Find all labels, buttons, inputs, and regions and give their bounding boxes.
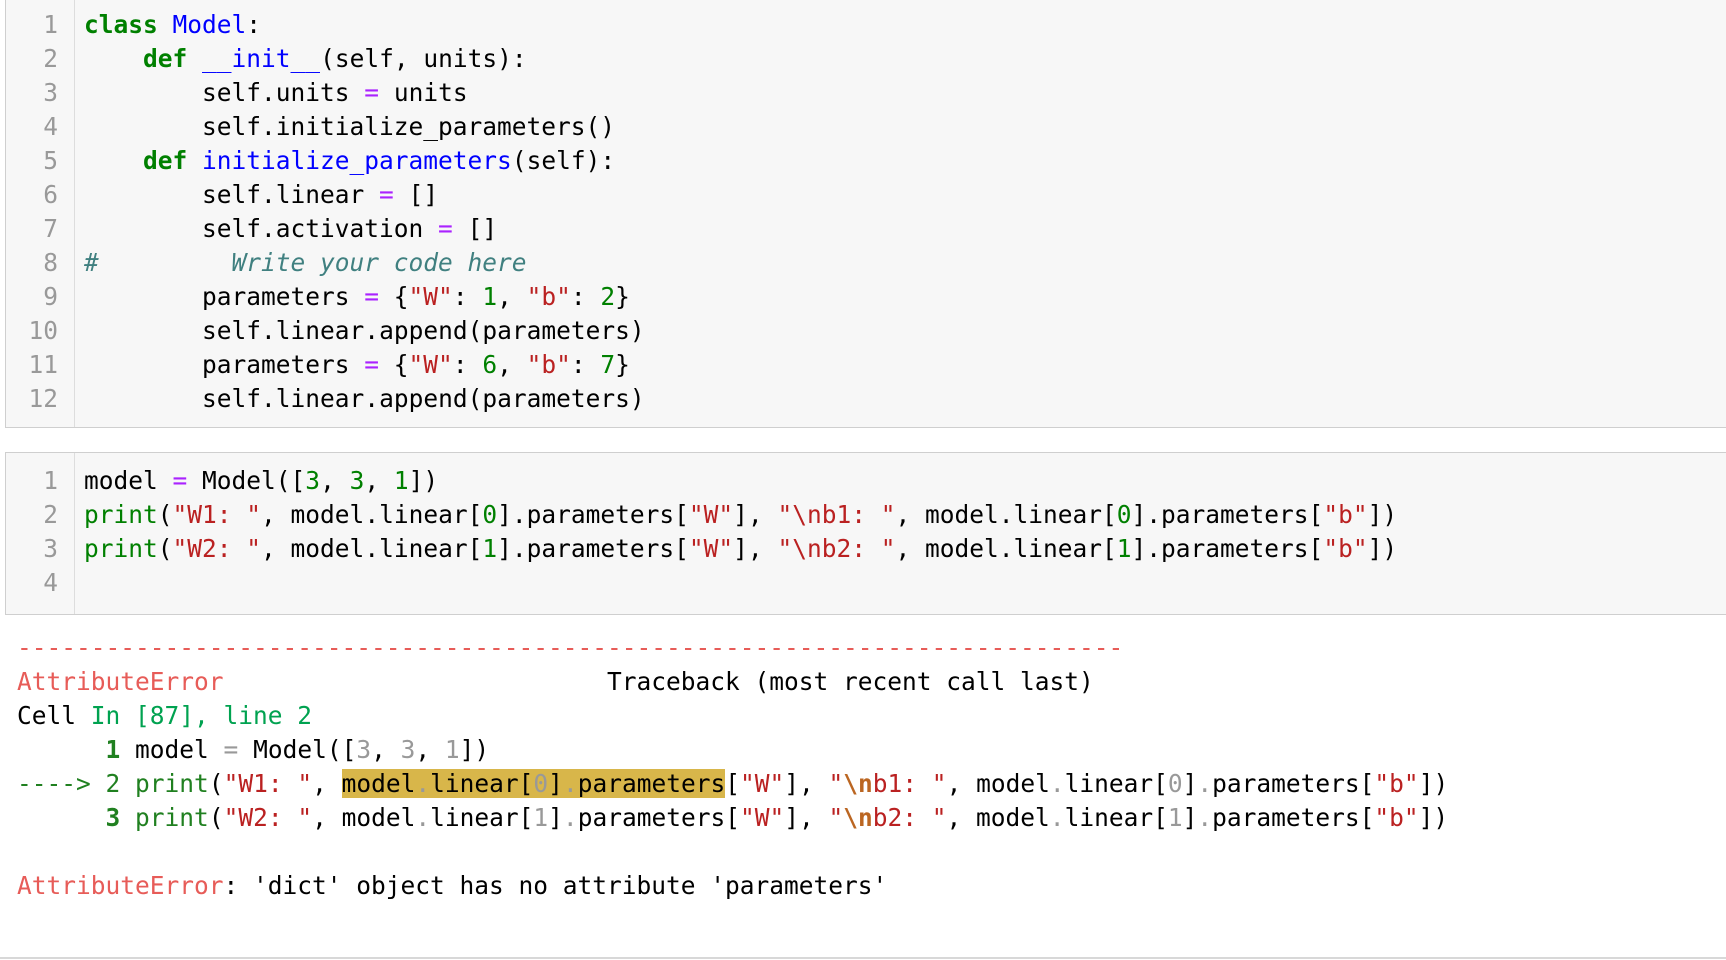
cell-reference: Cell In [87], line 2 — [17, 699, 312, 733]
line-number: 2 — [43, 44, 58, 73]
traceback-label: Traceback (most recent call last) — [607, 667, 1094, 696]
cell-ref-detail: In [87], line 2 — [90, 701, 313, 730]
code-editor[interactable]: model = Model([3, 3, 1]) print("W1: ", m… — [84, 466, 1398, 563]
line-number: 4 — [43, 112, 58, 141]
line-number: 5 — [43, 146, 58, 175]
line-number: 2 — [43, 500, 58, 529]
line-number: 12 — [28, 384, 58, 413]
traceback-line-1: 1 model = Model([3, 3, 1]) — [105, 735, 490, 764]
line-number: 3 — [43, 78, 58, 107]
final-error-text: : 'dict' object has no attribute 'parame… — [223, 871, 888, 900]
code-cell-1[interactable]: 1 2 3 4 5 6 7 8 9 10 11 12 class Model: … — [5, 0, 1726, 428]
traceback-header: AttributeError Traceback (most recent ca… — [17, 665, 1094, 699]
line-number: 3 — [43, 534, 58, 563]
cell-ref-prefix: Cell — [17, 701, 91, 730]
code-editor[interactable]: class Model: def __init__(self, units): … — [84, 10, 645, 413]
divider — [0, 957, 1726, 959]
line-number: 6 — [43, 180, 58, 209]
line-number-gutter: 1 2 3 4 5 6 7 8 9 10 11 12 — [6, 0, 75, 427]
code-cell-2[interactable]: 1 2 3 4 model = Model([3, 3, 1]) print("… — [5, 452, 1726, 615]
line-number: 4 — [43, 568, 58, 597]
line-number: 8 — [43, 248, 58, 277]
traceback-line-3: 3 print("W2: ", model.linear[1].paramete… — [105, 803, 1449, 832]
line-number: 11 — [28, 350, 58, 379]
line-number: 1 — [43, 10, 58, 39]
line-number: 1 — [43, 466, 58, 495]
traceback-line-2: ----> 2 print("W1: ", model.linear[0].pa… — [17, 769, 1449, 798]
traceback-dash-line: ----------------------------------------… — [17, 633, 1124, 662]
line-number: 7 — [43, 214, 58, 243]
line-number: 10 — [28, 316, 58, 345]
line-number-gutter: 1 2 3 4 — [6, 453, 75, 614]
traceback-arrow: ----> — [17, 769, 106, 798]
error-message: AttributeError: 'dict' object has no att… — [17, 869, 887, 903]
error-name: AttributeError — [17, 667, 224, 696]
final-error-name: AttributeError — [17, 871, 224, 900]
line-number: 9 — [43, 282, 58, 311]
